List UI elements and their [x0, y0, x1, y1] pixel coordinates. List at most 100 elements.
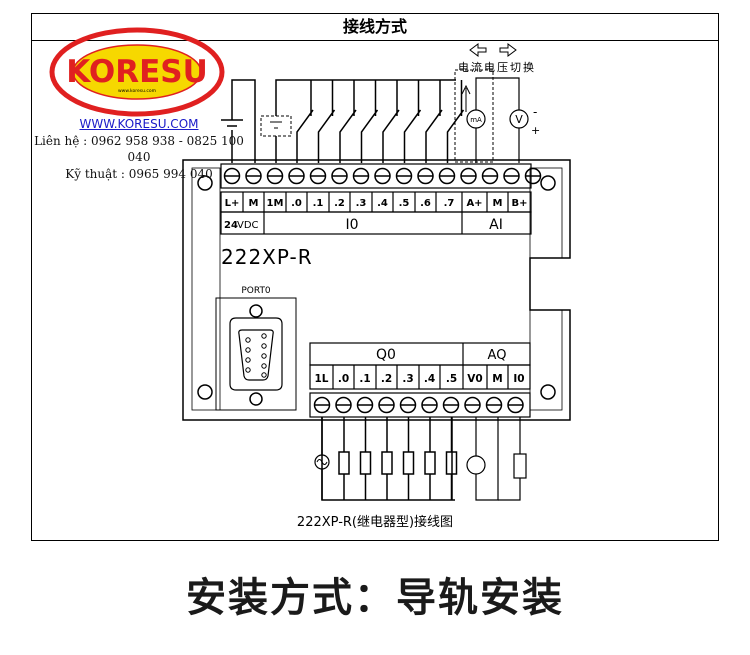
- logo-brand: KORESU: [66, 54, 208, 90]
- top-terminal-label: .6: [420, 198, 431, 209]
- port-pins: [245, 333, 267, 378]
- switch-arrow-up: [461, 84, 471, 112]
- bottom-screws: [313, 396, 524, 414]
- port-pin: [261, 343, 267, 349]
- plc-model: 222XP-R: [221, 245, 313, 269]
- input-switch: [360, 80, 379, 163]
- bottom-label-row2: [309, 364, 531, 390]
- output-load: [424, 451, 436, 475]
- bottom-terminal-label: .0: [338, 373, 349, 385]
- top-terminal-label: .5: [399, 198, 410, 209]
- bottom-terminal-label: 1L: [315, 373, 329, 385]
- input-group-label: I0: [345, 217, 358, 233]
- port-pin: [245, 337, 251, 343]
- input-switch: [339, 80, 357, 163]
- port-screw-bottom: [249, 392, 263, 406]
- koresu-logo: KORESU www.koresu.com: [49, 27, 225, 117]
- analog-out-group-label: AQ: [488, 348, 507, 363]
- output-load: [445, 451, 458, 475]
- top-label-row2: [220, 211, 532, 235]
- bottom-terminal-label: .1: [359, 373, 370, 385]
- diagram-title: 接线方式: [31, 13, 719, 41]
- port-pin: [261, 333, 267, 339]
- top-terminal-label: L+: [225, 198, 240, 209]
- diagram-frame: [31, 13, 719, 541]
- input-common-wire: [275, 79, 456, 163]
- port-pin: [261, 363, 267, 369]
- top-screws: [223, 167, 542, 185]
- output-load: [359, 451, 372, 475]
- aq-current-loop: [498, 417, 521, 501]
- bottom-terminal-strip: [309, 392, 531, 418]
- top-terminal-label: B+: [511, 198, 527, 209]
- mount-hole-tr: [540, 175, 556, 191]
- top-terminal-label: .1: [313, 198, 324, 209]
- bottom-terminal-label: M: [492, 373, 502, 385]
- contact-tech: Kỹ thuật : 0965 994 040: [65, 166, 213, 181]
- mount-hole-br: [540, 384, 556, 400]
- port-pin: [245, 367, 251, 373]
- port-shell: [229, 317, 283, 391]
- bottom-terminal-label: .3: [402, 373, 413, 385]
- top-terminal-label: .4: [377, 198, 388, 209]
- ac-source: [314, 454, 330, 470]
- top-terminal-label: .0: [291, 198, 302, 209]
- dc-supply-wire: [221, 79, 256, 163]
- ai-wiring: [475, 77, 520, 163]
- bottom-terminal-label: .2: [381, 373, 392, 385]
- switch-arrow-right: [499, 43, 517, 57]
- ac-source-wave: [316, 459, 328, 465]
- polarity-plus: +: [531, 124, 540, 137]
- mount-hole-bl: [197, 384, 213, 400]
- polarity-minus: -: [533, 105, 537, 119]
- input-switch: [382, 80, 400, 163]
- bottom-terminal-label: .5: [446, 373, 457, 385]
- port-pin: [245, 347, 251, 353]
- port-pin: [245, 357, 251, 363]
- aq-v-meter: [466, 455, 486, 475]
- logo-tagline: www.koresu.com: [118, 88, 156, 94]
- logo-ring: [49, 27, 225, 117]
- output-load: [338, 451, 350, 475]
- aq-current-load: [513, 453, 527, 479]
- bottom-terminal-label: .4: [424, 373, 435, 385]
- aq-voltage-loop: [475, 417, 499, 501]
- input-switch: [446, 80, 465, 163]
- top-label-dividers: [242, 192, 509, 234]
- input-switch: [403, 80, 422, 163]
- analog-in-group-label: AI: [489, 217, 503, 233]
- port-pin: [261, 353, 267, 359]
- port-dsub: [238, 329, 274, 381]
- top-terminal-label: .7: [444, 198, 455, 209]
- switch-note: 电流电压切换: [458, 60, 536, 74]
- port-screw-top: [249, 304, 263, 318]
- website-link[interactable]: WWW.KORESU.COM: [79, 117, 199, 131]
- output-loads: [321, 417, 458, 500]
- diagram-caption: 222XP-R(继电器型)接线图: [297, 514, 453, 530]
- input-switch: [317, 80, 336, 163]
- power-label-vdc: VDC: [237, 220, 259, 231]
- output-load: [381, 451, 393, 475]
- plc-inner-right-bottom: [529, 309, 563, 411]
- contact-phone: Liên hệ : 0962 958 938 - 0825 100 040: [34, 133, 244, 165]
- switch-arrow-left: [469, 43, 487, 57]
- input-switch: [425, 80, 443, 163]
- logo-disc: [72, 44, 202, 100]
- input-supply-symbol: [270, 121, 282, 129]
- v-meter-label: V: [515, 113, 523, 126]
- output-group-label: Q0: [376, 347, 396, 363]
- input-switches: [296, 80, 465, 163]
- mount-hole-tl: [197, 175, 213, 191]
- plc-inner-right: [529, 167, 563, 259]
- port-frame: [215, 297, 297, 411]
- input-switch: [296, 80, 314, 163]
- bottom-terminal-label: I0: [513, 373, 524, 385]
- bottom-label-dividers: [332, 343, 509, 389]
- contact-block: WWW.KORESU.COM Liên hệ : 0962 958 938 - …: [24, 116, 254, 182]
- plc-inner-left: [191, 167, 221, 411]
- top-terminal-label: A+: [466, 198, 482, 209]
- top-terminal-label: .2: [334, 198, 345, 209]
- top-terminal-label: .3: [356, 198, 367, 209]
